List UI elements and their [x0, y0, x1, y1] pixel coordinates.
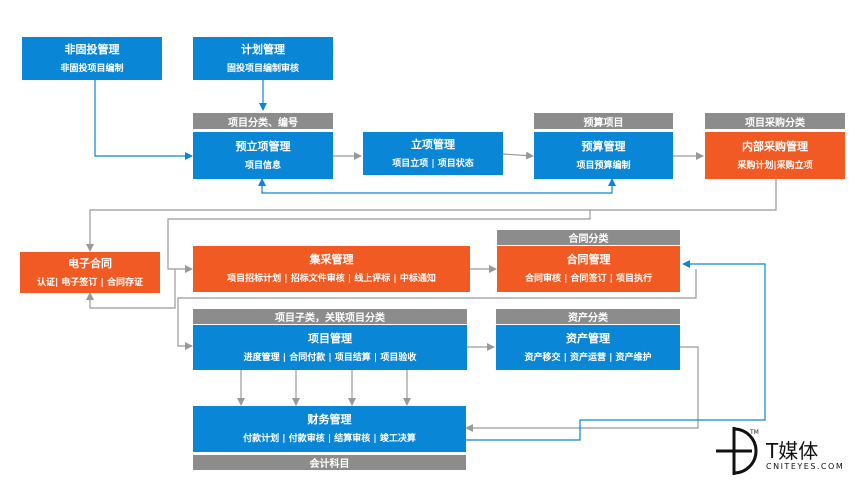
internal-purchase-node: 内部采购管理 采购计划|采购立项 [705, 132, 845, 179]
non-fixed-investment-sub: 非固投项目编制 [60, 63, 124, 74]
internal-purchase-title: 内部采购管理 [742, 139, 808, 153]
purchase-category-label: 项目采购分类 [705, 113, 845, 129]
tmedia-logo: TM T媒体 CNITEYES.COM [712, 425, 862, 480]
non-fixed-investment-title: 非固投管理 [64, 42, 120, 56]
tmedia-logo-name: T媒体 [766, 439, 819, 463]
project-subcategory-label: 项目子类，关联项目分类 [193, 309, 467, 324]
budget-sub: 项目预算编制 [576, 160, 631, 171]
plan-management-title: 计划管理 [241, 42, 285, 56]
budget-title: 预算管理 [581, 139, 626, 153]
plan-management-node: 计划管理 固投项目编制审核 [193, 37, 333, 80]
e-contract-sub: 认证| 电子签订 | 合同存证 [37, 277, 143, 288]
line-setup-to-budget [502, 151, 534, 160]
accounting-subject-label: 会计科目 [193, 455, 466, 470]
central-purchase-sub: 项目招标计划 | 招标文件审核 | 线上评标 | 中标通知 [227, 274, 436, 284]
contract-category-label: 合同分类 [497, 230, 680, 245]
plan-management-sub: 固投项目编制审核 [226, 63, 299, 74]
finance-management-title: 财务管理 [307, 413, 352, 426]
internal-purchase-sub: 采购计划|采购立项 [737, 160, 813, 171]
e-contract-title: 电子合同 [68, 256, 112, 270]
line-nonfixed-to-preproject [94, 80, 193, 160]
asset-category-label: 资产分类 [496, 309, 680, 324]
pre-project-sub: 项目信息 [244, 160, 281, 171]
tmedia-logo-domain: CNITEYES.COM [766, 462, 845, 471]
project-management-title: 项目管理 [308, 331, 352, 345]
project-setup-sub: 项目立项 | 项目状态 [392, 158, 474, 169]
contract-sub: 合同审核 | 合同签订 | 项目执行 [524, 274, 653, 284]
budget-item-label: 预算项目 [534, 113, 673, 129]
contract-title: 合同管理 [566, 253, 611, 266]
finance-management-node: 财务管理 付款计划 | 付款审核 | 结算审核 | 竣工决算 [193, 406, 466, 452]
asset-management-node: 资产管理 资产移交 | 资产运营 | 资产维护 [496, 325, 680, 370]
project-setup-node: 立项管理 项目立项 | 项目状态 [363, 132, 503, 175]
central-purchase-title: 集采管理 [309, 253, 354, 266]
finance-management-sub: 付款计划 | 付款审核 | 结算审核 | 竣工决算 [243, 434, 416, 444]
asset-management-sub: 资产移交 | 资产运营 | 资产维护 [524, 352, 652, 363]
contract-node: 合同管理 合同审核 | 合同签订 | 项目执行 [497, 246, 680, 292]
pre-project-title: 预立项管理 [235, 139, 291, 153]
budget-node: 预算管理 项目预算编制 [534, 132, 673, 179]
line-preproject-budget-feedback [258, 178, 616, 194]
project-setup-title: 立项管理 [411, 137, 455, 151]
asset-management-title: 资产管理 [566, 331, 610, 345]
project-management-sub: 进度管理 | 合同付款 | 项目结算 | 项目验收 [243, 352, 417, 363]
pre-project-node: 预立项管理 项目信息 [193, 132, 333, 179]
tmedia-logo-mark-icon [716, 427, 758, 475]
central-purchase-node: 集采管理 项目招标计划 | 招标文件审核 | 线上评标 | 中标通知 [193, 246, 470, 292]
e-contract-node: 电子合同 认证| 电子签订 | 合同存证 [20, 252, 160, 293]
project-category-label: 项目分类、编号 [193, 113, 333, 129]
project-management-node: 项目管理 进度管理 | 合同付款 | 项目结算 | 项目验收 [193, 325, 467, 370]
tmedia-logo-tm: TM [750, 429, 759, 436]
non-fixed-investment-node: 非固投管理 非固投项目编制 [22, 37, 162, 80]
